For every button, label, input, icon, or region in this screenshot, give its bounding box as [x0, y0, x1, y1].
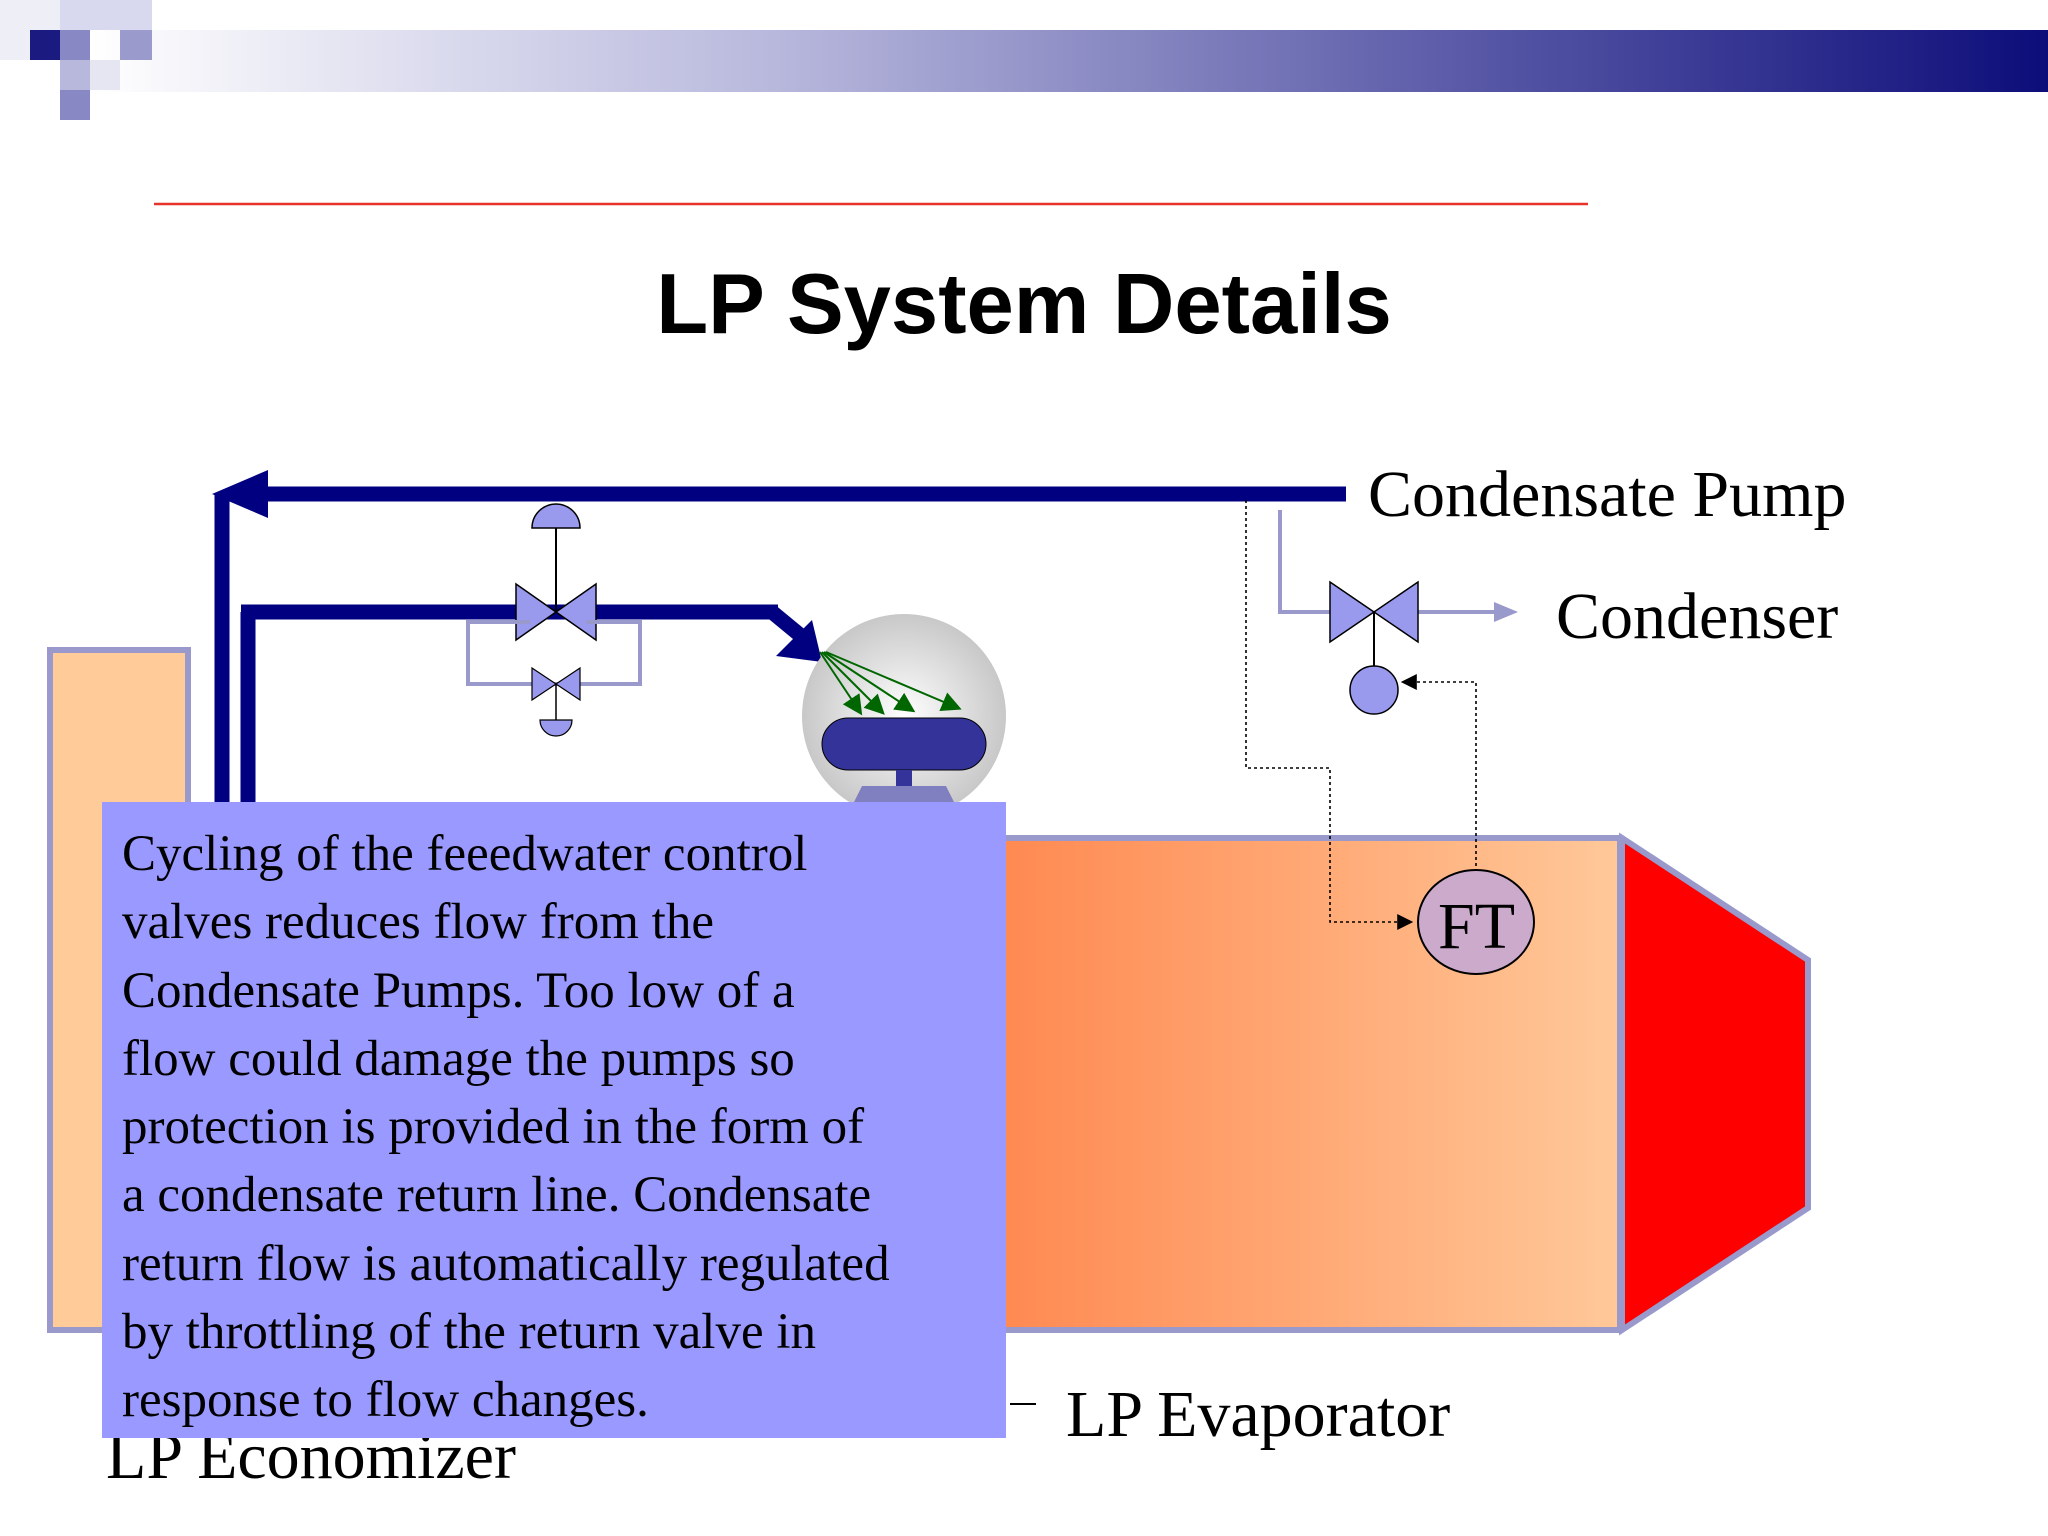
slide-title: LP System Details	[656, 257, 1392, 352]
callout-line: return flow is automatically regulated	[122, 1235, 890, 1292]
feedwater-branch-pipe	[240, 604, 822, 820]
callout-line: flow could damage the pumps so	[122, 1030, 795, 1087]
label-condenser: Condenser	[1556, 580, 1839, 653]
callout-line: by throttling of the return valve in	[122, 1304, 817, 1361]
callout-line: a condensate return line. Condensate	[122, 1167, 872, 1224]
header-squares	[0, 0, 152, 120]
flow-transmitter	[1417, 869, 1535, 975]
header-bar	[90, 30, 2048, 92]
bypass-valve	[466, 620, 642, 737]
label-lp-evaporator: LP Evaporator	[1066, 1378, 1451, 1451]
feedwater-control-valve	[515, 503, 597, 642]
label-ft: FT	[1438, 890, 1516, 963]
explanation-callout: Cycling of the feeedwater control valves…	[102, 802, 1006, 1438]
spray-arrow	[823, 651, 916, 713]
condensate-header-pipe	[212, 470, 1346, 820]
spray-arrow	[821, 651, 885, 715]
condensate-return-line	[1278, 510, 1518, 622]
callout-line: valves reduces flow from the	[122, 894, 714, 951]
spray-arrow	[825, 651, 962, 711]
callout-line: Cycling of the feeedwater control	[122, 826, 808, 882]
hot-section	[1619, 832, 1811, 1336]
callout-line: Condensate Pumps. Too low of a	[122, 962, 795, 1019]
lp-drum	[802, 614, 1006, 818]
callout-line: protection is provided in the form of	[122, 1099, 865, 1156]
callout-line: response to flow changes.	[122, 1372, 649, 1429]
label-condensate-pump: Condensate Pump	[1368, 458, 1847, 531]
condensate-return-valve	[1329, 580, 1419, 715]
spray-arrow	[819, 651, 863, 716]
